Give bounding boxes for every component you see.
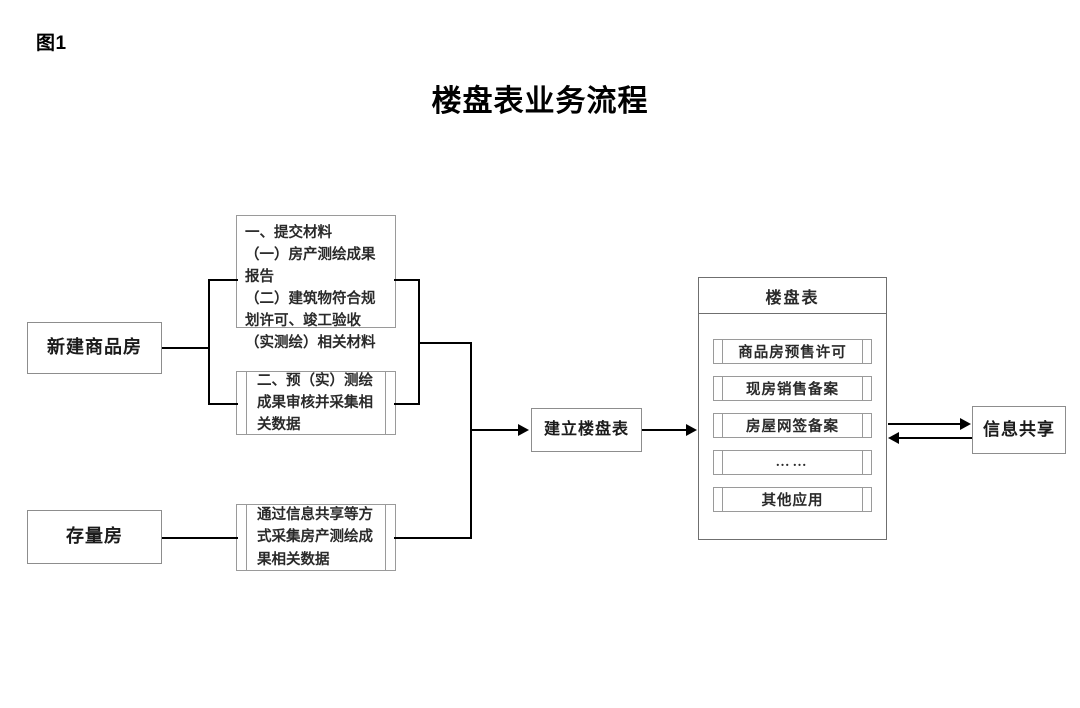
node-build-building-table-label: 建立楼盘表	[543, 420, 629, 438]
connector-build-to-panel	[642, 429, 686, 431]
node-collect-via-sharing[interactable]: 通过信息共享等方式采集房产测绘成果相关数据	[236, 504, 396, 571]
panel-item-ellipsis-label: ……	[775, 454, 810, 470]
arrowhead-to-build-building-table	[518, 424, 529, 436]
node-information-sharing-label: 信息共享	[983, 419, 1055, 439]
connector-panel-to-sharing	[888, 423, 960, 425]
panel-item-presale-permit-label: 商品房预售许可	[738, 345, 847, 361]
connector-to-survey-review	[208, 403, 238, 405]
page-title: 楼盘表业务流程	[431, 85, 649, 118]
node-survey-review[interactable]: 二、预（实）测绘成果审核并采集相关数据	[236, 371, 396, 435]
connector-stock-housing-out	[162, 537, 238, 539]
figure-label: 图1	[36, 33, 67, 54]
connector-to-submit-materials	[208, 279, 238, 281]
arrowhead-to-information-sharing	[960, 418, 971, 430]
panel-item-other-applications-label: 其他应用	[761, 493, 824, 509]
arrowhead-back-to-panel	[888, 432, 899, 444]
connector-collect-out	[394, 537, 472, 539]
connector-left-bracket-vertical	[208, 279, 210, 405]
node-new-commodity-housing[interactable]: 新建商品房	[27, 322, 162, 374]
panel-building-table-body: 商品房预售许可 现房销售备案 房屋网签备案 …… 其他应用	[699, 314, 886, 539]
arrowhead-to-panel	[686, 424, 697, 436]
node-information-sharing[interactable]: 信息共享	[972, 406, 1066, 454]
panel-item-existing-home-sales-record[interactable]: 现房销售备案	[713, 376, 872, 401]
connector-trunk-to-build	[470, 429, 518, 431]
connector-submit-materials-out	[394, 279, 420, 281]
panel-item-online-signing-record-label: 房屋网签备案	[746, 419, 839, 435]
connector-survey-review-out	[394, 403, 420, 405]
connector-bracket-to-trunk	[418, 342, 472, 344]
node-stock-housing-label: 存量房	[66, 526, 123, 547]
connector-main-trunk	[470, 342, 472, 539]
node-submit-materials-text: 一、提交材料 （一）房产测绘成果报告 （二）建筑物符合规划许可、竣工验收（实测绘…	[245, 225, 376, 352]
node-survey-review-text: 二、预（实）测绘成果审核并采集相关数据	[257, 372, 373, 434]
panel-item-online-signing-record[interactable]: 房屋网签备案	[713, 413, 872, 438]
panel-building-table[interactable]: 楼盘表 商品房预售许可 现房销售备案 房屋网签备案 …… 其他应用	[698, 277, 887, 540]
node-collect-via-sharing-text: 通过信息共享等方式采集房产测绘成果相关数据	[257, 507, 373, 568]
panel-building-table-title: 楼盘表	[765, 289, 820, 307]
node-stock-housing[interactable]: 存量房	[27, 510, 162, 564]
node-submit-materials[interactable]: 一、提交材料 （一）房产测绘成果报告 （二）建筑物符合规划许可、竣工验收（实测绘…	[236, 215, 396, 351]
panel-item-other-applications[interactable]: 其他应用	[713, 487, 872, 512]
node-build-building-table[interactable]: 建立楼盘表	[531, 408, 642, 452]
panel-item-existing-home-sales-record-label: 现房销售备案	[746, 382, 839, 398]
connector-sharing-to-panel	[899, 437, 972, 439]
connector-new-housing-out	[162, 347, 210, 349]
panel-item-presale-permit[interactable]: 商品房预售许可	[713, 339, 872, 364]
panel-building-table-header: 楼盘表	[699, 278, 886, 314]
panel-item-ellipsis[interactable]: ……	[713, 450, 872, 475]
node-new-commodity-housing-label: 新建商品房	[47, 337, 142, 358]
